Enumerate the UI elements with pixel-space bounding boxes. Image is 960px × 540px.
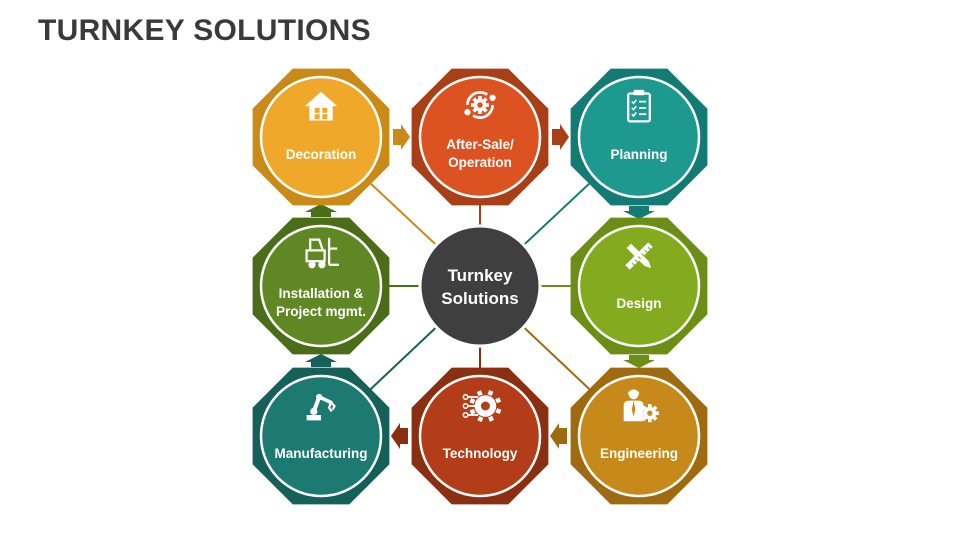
node-manufacturing: Manufacturing [252,367,390,505]
label-after-sale-line2: Operation [448,155,512,170]
robot-arm-icon [306,393,336,421]
label-decoration-line1: Decoration [286,147,357,162]
node-engineering: Engineering [570,367,708,505]
nodes: DecorationAfter-Sale/OperationPlanningIn… [252,68,708,505]
center-label-line2: Solutions [441,289,518,308]
circle-engineering [577,374,701,498]
arrow-manufacturing-to-installation [305,354,337,367]
node-planning: Planning [570,68,708,206]
label-installation-line2: Project mgmt. [276,304,366,319]
circle-planning [577,75,701,199]
arrow-installation-to-decoration [305,204,337,217]
center-label-line1: Turnkey [448,266,513,285]
circuit-gear-icon [462,390,502,422]
circle-design [577,224,701,348]
label-manufacturing-line1: Manufacturing [275,446,368,461]
circle-after-sale [418,75,542,199]
flow-arrows [305,124,655,449]
page-title: TURNKEY SOLUTIONS [38,14,371,47]
node-design: Design [570,217,708,355]
house-icon [304,91,338,121]
label-after-sale-line1: After-Sale/ [446,137,514,152]
arrow-design-to-engineering [623,355,655,368]
forklift-icon [305,237,340,269]
arrow-planning-to-design [623,206,655,219]
arrow-decoration-to-after-sale [393,124,410,150]
node-installation: Installation & Project mgmt. [252,217,390,355]
circle-decoration [259,75,383,199]
circle-manufacturing [259,374,383,498]
clipboard-checklist-icon [627,89,651,123]
engineer-gear-icon [623,389,659,423]
label-design-line1: Design [616,296,661,311]
label-installation-line1: Installation & [279,286,364,301]
node-technology: Technology [411,367,549,505]
gears-cycle-icon [464,91,496,119]
circle-installation [259,224,383,348]
circle-technology [418,374,542,498]
arrow-technology-to-manufacturing [391,423,408,449]
label-planning-line1: Planning [611,147,668,162]
label-engineering-line1: Engineering [600,446,678,461]
arrow-engineering-to-technology [550,423,567,449]
node-decoration: Decoration [252,68,390,206]
label-technology-line1: Technology [443,446,518,461]
center-circle [418,224,542,348]
arrow-after-sale-to-planning [552,124,569,150]
center-hub: Turnkey Solutions [418,224,542,348]
node-after-sale: After-Sale/Operation [411,68,549,206]
